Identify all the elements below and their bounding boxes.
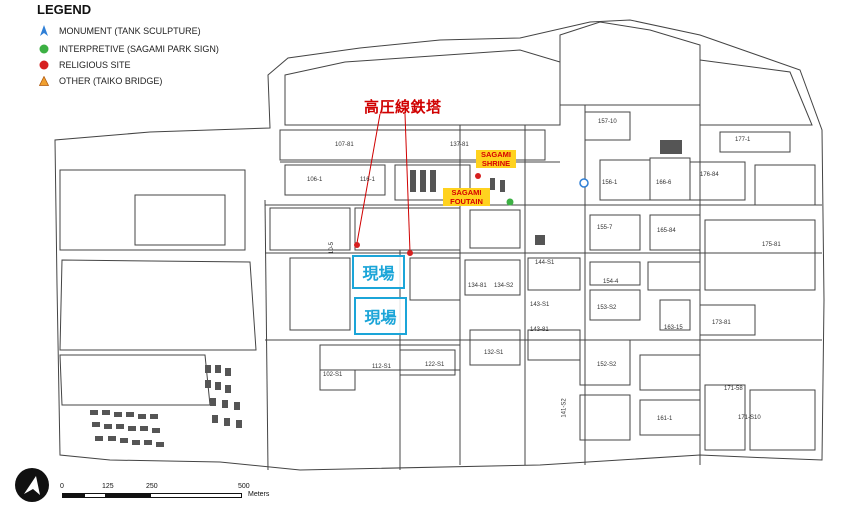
building-label: 134-81 <box>468 283 487 289</box>
interpretive-icon <box>38 43 50 55</box>
building-label: 106-1 <box>307 177 323 183</box>
scale-segment <box>62 493 84 498</box>
building-label: 152-S2 <box>597 362 617 368</box>
building-label: 171-S10 <box>738 415 761 421</box>
building-label: 122-S1 <box>425 362 445 368</box>
legend-label: OTHER (TAIKO BRIDGE) <box>59 76 163 86</box>
scale-tick: 125 <box>102 483 114 490</box>
legend-item-other: OTHER (TAIKO BRIDGE) <box>38 74 162 88</box>
building-label: 165-84 <box>657 228 676 234</box>
scale-bar: 0 125 250 500 Meters <box>60 483 278 501</box>
other-icon <box>38 75 50 87</box>
building-label: 153-S2 <box>597 305 617 311</box>
building-label: 177-1 <box>735 137 751 143</box>
building-label: 143-81 <box>530 327 549 333</box>
scale-segment <box>150 493 242 498</box>
building-label: 155-7 <box>597 225 613 231</box>
legend-label: MONUMENT (TANK SCULPTURE) <box>59 26 201 36</box>
scale-tick: 0 <box>60 483 64 490</box>
building-label: 107-81 <box>335 142 354 148</box>
building-label: 144-S1 <box>535 260 555 266</box>
building-label: 10-5 <box>329 241 336 255</box>
site-box-lower: 現場 <box>354 297 407 335</box>
legend-item-interpretive: INTERPRETIVE (SAGAMI PARK SIGN) <box>38 42 219 56</box>
scale-unit: Meters <box>248 491 270 498</box>
legend-item-religious: RELIGIOUS SITE <box>38 58 131 72</box>
building-label: 175-81 <box>762 242 781 248</box>
building-label: 166-6 <box>656 180 672 186</box>
building-label: 161-1 <box>657 416 673 422</box>
religious-site-icon <box>38 59 50 71</box>
legend-item-monument: MONUMENT (TANK SCULPTURE) <box>38 24 201 38</box>
building-label: 134-S2 <box>494 283 514 289</box>
site-box-upper: 現場 <box>352 255 405 289</box>
legend-title: LEGEND <box>37 2 92 17</box>
building-label: 157-10 <box>598 119 617 125</box>
monument-icon <box>38 25 50 37</box>
scale-tick: 500 <box>238 483 250 490</box>
legend-label: INTERPRETIVE (SAGAMI PARK SIGN) <box>59 44 219 54</box>
building-label: 143-S1 <box>530 302 550 308</box>
building-label: 156-1 <box>602 180 618 186</box>
building-label: 171-58 <box>724 386 743 392</box>
building-label: 176-84 <box>700 172 719 178</box>
building-label: 116-1 <box>360 177 375 183</box>
north-arrow-icon <box>14 467 50 503</box>
power-tower-callout: 高圧線鉄塔 <box>364 98 442 116</box>
building-label: 154-4 <box>603 279 619 285</box>
sagami-shrine-label: SAGAMI SHRINE <box>476 150 516 168</box>
building-label: 137-81 <box>450 142 469 148</box>
scale-segment <box>84 493 106 498</box>
sagami-fountain-label: SAGAMI FOUTAIN <box>443 188 490 206</box>
building-label: 132-S1 <box>484 350 504 356</box>
building-label: 163-15 <box>664 325 683 331</box>
building-label: 173-81 <box>712 320 731 326</box>
scale-tick: 250 <box>146 483 158 490</box>
building-label: 112-S1 <box>372 364 391 370</box>
scale-segment <box>106 493 150 498</box>
building-label: 141-S2 <box>561 398 568 418</box>
building-label: 102-S1 <box>323 372 343 378</box>
legend-label: RELIGIOUS SITE <box>59 60 131 70</box>
